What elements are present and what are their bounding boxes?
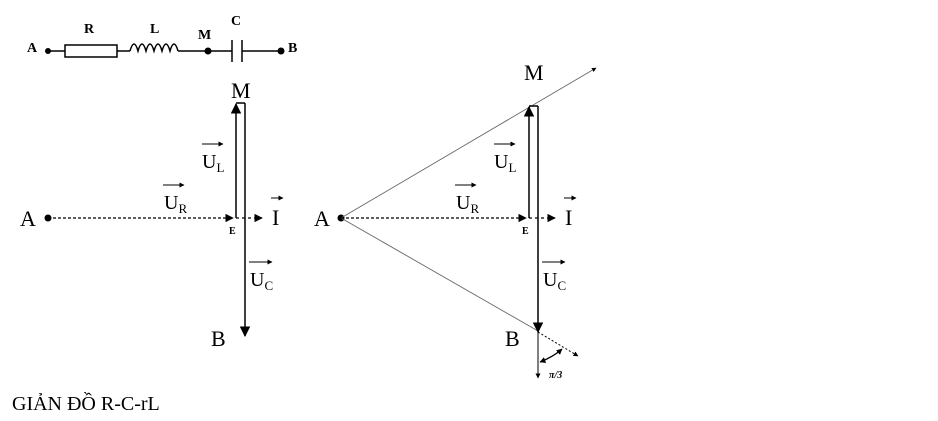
- left-point-a-label: A: [20, 206, 36, 231]
- right-point-a-label: A: [314, 206, 330, 231]
- capacitor-label: C: [231, 14, 241, 29]
- circuit-node-m-label: M: [198, 28, 211, 43]
- inductor-label: L: [150, 22, 159, 37]
- right-angle-arc: [539, 348, 563, 363]
- right-uc-label: UC: [543, 269, 566, 293]
- right-point-m-label: M: [524, 60, 544, 85]
- right-point-e-label: E: [522, 226, 529, 237]
- right-ab-line: [340, 217, 539, 332]
- left-ul-label: UL: [202, 151, 224, 175]
- left-i-label: I: [272, 205, 279, 230]
- right-am-line: [340, 67, 597, 219]
- right-ur-label: UR: [456, 192, 479, 216]
- inductor-symbol: [129, 43, 179, 54]
- left-uc-label: UC: [250, 269, 273, 293]
- diagram-caption: GIẢN ĐỒ R-C-rL: [12, 393, 160, 415]
- left-ur-label: UR: [164, 192, 187, 216]
- circuit-node-a-label: A: [27, 41, 38, 56]
- circuit-node-b-label: B: [288, 41, 297, 56]
- circuit-node-m: [204, 47, 212, 55]
- right-angle-label: π/3: [549, 370, 562, 381]
- right-i-label: I: [565, 205, 572, 230]
- resistor-symbol: [64, 44, 118, 58]
- left-point-b-label: B: [211, 326, 226, 351]
- circuit-node-b: [277, 47, 285, 55]
- resistor-label: R: [84, 22, 95, 37]
- left-point-m-label: M: [231, 78, 251, 103]
- right-phasor-diagram: A M B E UR UL UC I π/3: [314, 60, 597, 381]
- circuit-schematic: A R L M C B: [27, 14, 297, 62]
- left-phasor-diagram: A M B E UR UL UC I: [20, 78, 284, 351]
- left-point-e-label: E: [229, 226, 236, 237]
- right-ul-label: UL: [494, 151, 516, 175]
- right-point-b-label: B: [505, 326, 520, 351]
